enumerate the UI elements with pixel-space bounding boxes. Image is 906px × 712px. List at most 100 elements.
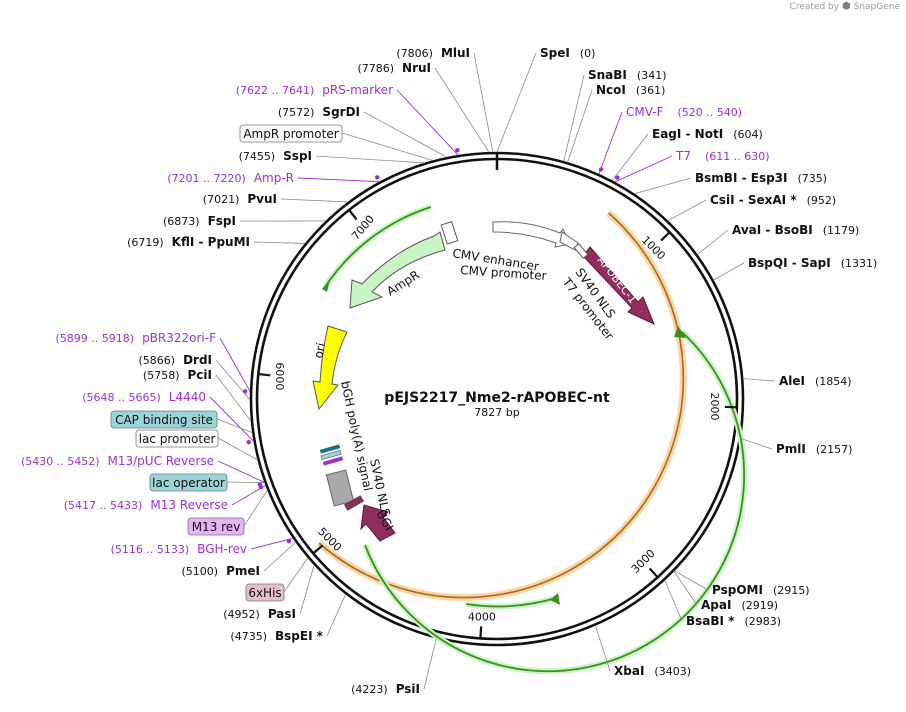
- box-leader-6xhis: [284, 558, 308, 592]
- site-pvui: (7021)PvuI: [203, 192, 277, 206]
- tick-label-4000: 4000: [468, 610, 496, 623]
- tick-6000: [258, 374, 270, 375]
- site-position: (2983): [744, 615, 781, 628]
- box-label-lac-promoter: lac promoter: [139, 432, 216, 446]
- box-leader-ampr-promoter: [342, 133, 433, 160]
- primer-name: L4440: [169, 390, 206, 404]
- primer-leader-pbr322ori-f: [220, 338, 250, 392]
- leader-pmli: [741, 439, 772, 449]
- site-position: (7806): [396, 47, 433, 60]
- primer-leader-t7: [615, 156, 672, 182]
- primer-marker-bgh-rev: [287, 539, 291, 543]
- primer-name: T7: [675, 149, 691, 163]
- site-position: (1331): [841, 257, 878, 270]
- site-csii-sexai: CsiI - SexAI *(952): [710, 193, 836, 207]
- site-position: (5100): [182, 565, 219, 578]
- site-name: CsiI - SexAI: [710, 193, 786, 207]
- green-arrowhead-bottom: [550, 593, 560, 605]
- primer-amp-r: (7201 .. 7220) Amp-R: [167, 171, 294, 185]
- box-leader-lac-operator: [227, 482, 265, 483]
- snapgene-logo-icon: ⬢: [842, 1, 851, 12]
- site-sspi: (7455)SspI: [239, 149, 312, 163]
- site-name: BspEI: [275, 629, 313, 643]
- box-label-ampr-promoter: AmpR promoter: [243, 127, 338, 141]
- site-position: (4952): [223, 608, 260, 621]
- tick-7000: [349, 210, 356, 219]
- primer-marker-amp-r: [375, 175, 379, 179]
- leader-mlui: [474, 53, 493, 152]
- bgh-polya-box: [326, 470, 353, 506]
- box-label-m13-rev: M13 rev: [192, 520, 241, 534]
- site-position: (4735): [230, 630, 267, 643]
- site-ncoi: NcoI(361): [596, 83, 665, 97]
- leader-sgrdi: [364, 112, 447, 157]
- primer-pbr322ori-f: (5899 .. 5918)pBR322ori-F: [56, 331, 217, 345]
- site-name: BsmBI - Esp3I: [695, 171, 787, 185]
- site-star: *: [313, 629, 324, 643]
- primer-range: (5899 .. 5918): [56, 332, 135, 345]
- primer-name: pRS-marker: [322, 83, 393, 97]
- site-name: AvaI - BsoBI: [732, 223, 813, 237]
- site-position: (735): [797, 172, 827, 185]
- leader-pmei: [264, 542, 296, 571]
- leader-eagi-noti: [612, 134, 648, 180]
- primer-leader-cmv-f: [599, 112, 622, 174]
- leader-bspqi-sapi: [713, 263, 744, 280]
- leader-pvui: [281, 199, 348, 202]
- site-position: (7572): [278, 106, 315, 119]
- site-pmei: (5100)PmeI: [182, 564, 260, 578]
- site-kfli-ppumi: (6719)KflI - PpuMI: [127, 235, 250, 249]
- primer-m13-puc-reverse: (5430 .. 5452)M13/pUC Reverse: [21, 454, 214, 468]
- site-pcii: (5758)PciI: [143, 368, 212, 382]
- primer-range: (7622 .. 7641): [236, 84, 315, 97]
- primer-marker-pbr322ori-f: [243, 389, 247, 393]
- site-position: (952): [807, 194, 837, 207]
- box-label-lac-operator: lac operator: [152, 476, 225, 490]
- primer-name: CMV-F: [626, 105, 664, 119]
- site-apai: ApaI(2919): [701, 598, 778, 612]
- primer-range: (5116 .. 5133): [111, 543, 190, 556]
- site-name: PspOMI: [712, 583, 763, 597]
- leader-ncoi: [568, 90, 592, 162]
- primer-marker-m13-reverse: [259, 485, 263, 489]
- site-position: (3403): [654, 665, 691, 678]
- plasmid-length: 7827 bp: [474, 406, 519, 419]
- leader-kfli-ppumi: [254, 242, 305, 243]
- site-name: BsaBI: [686, 614, 724, 628]
- primer-range: (5417 .. 5433): [64, 499, 143, 512]
- primer-range: (7201 .. 7220): [167, 172, 246, 185]
- site-name: PsiI: [396, 682, 420, 696]
- leader-avai-bsobi: [697, 230, 728, 255]
- site-pasi: (4952) PasI: [223, 607, 296, 621]
- primer-l4440: (5648 .. 5665)L4440: [82, 390, 206, 404]
- site-name: SspI: [283, 149, 312, 163]
- site-name: PasI: [268, 607, 296, 621]
- cmv-enhancer-arrow: [493, 222, 570, 247]
- leader-bsabi: [665, 580, 682, 621]
- site-name: EagI - NotI: [652, 127, 723, 141]
- box-label-cap-binding-site: CAP binding site: [115, 413, 213, 427]
- site-position: (1179): [823, 224, 860, 237]
- site-fspi: (6873)FspI: [163, 214, 236, 228]
- site-name: PmlI: [776, 442, 806, 456]
- leader-pasi: [300, 565, 314, 614]
- site-position: (5758): [143, 369, 180, 382]
- center-title: pEJS2217_Nme2-rAPOBEC-nt 7827 bp: [384, 390, 610, 419]
- ampr-promoter-box: [441, 222, 458, 244]
- site-position: (0): [580, 47, 596, 60]
- watermark-prefix: Created by: [790, 2, 840, 12]
- site-name: NcoI: [596, 83, 626, 97]
- tick-label-6000: 6000: [273, 362, 286, 390]
- primer-name: Amp-R: [254, 171, 294, 185]
- leader-csii-sexai: [668, 200, 706, 221]
- site-position: (2915): [773, 584, 810, 597]
- leader-psii: [424, 638, 436, 689]
- site-name: MluI: [441, 46, 470, 60]
- leader-apai: [674, 571, 697, 605]
- site-name: SpeI: [540, 46, 570, 60]
- site-position: (7786): [357, 62, 394, 75]
- site-xbai: XbaI(3403): [614, 664, 691, 678]
- primer-leader-bgh-rev: [251, 538, 293, 549]
